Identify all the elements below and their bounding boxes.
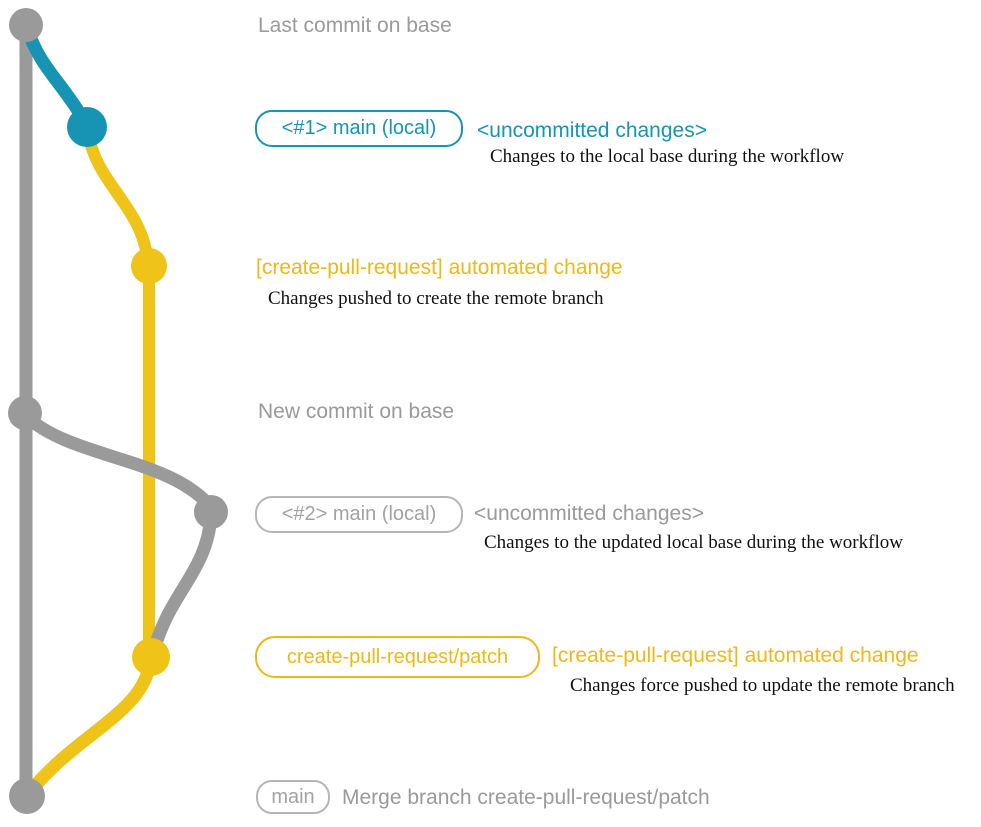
status-uncommitted-changes-1: <uncommitted changes> (477, 119, 707, 142)
note-force-pushed-to-update-remote-branch: Changes force pushed to update the remot… (570, 675, 955, 696)
local-main-edge-1 (20, 21, 92, 129)
branch-tag-main: main (256, 780, 330, 814)
label-last-commit-on-base: Last commit on base (258, 14, 452, 37)
commit-node-local-1 (67, 107, 107, 147)
commit-node-merge (9, 778, 45, 814)
local2-to-patch-edge (147, 509, 218, 657)
commit-node-base-2 (8, 396, 42, 430)
commit-node-base-1 (9, 8, 43, 42)
note-local-base-changes-1: Changes to the local base during the wor… (490, 146, 845, 167)
commit-message-automated-change-1: [create-pull-request] automated change (256, 256, 623, 279)
status-uncommitted-changes-2: <uncommitted changes> (474, 502, 704, 525)
commit-node-local-2 (194, 495, 228, 529)
git-graph (8, 8, 228, 814)
commit-node-patch-2 (132, 638, 170, 676)
note-local-base-changes-2: Changes to the updated local base during… (484, 532, 903, 553)
branch-tag-main-local-1: <#1> main (local) (255, 110, 463, 147)
note-pushed-to-create-remote-branch: Changes pushed to create the remote bran… (268, 288, 604, 309)
commit-message-automated-change-2: [create-pull-request] automated change (552, 644, 919, 667)
commit-message-merge-branch: Merge branch create-pull-request/patch (342, 786, 710, 809)
branch-tag-main-local-2: <#2> main (local) (255, 496, 463, 533)
patch-merge-edge (22, 653, 157, 800)
commit-node-patch-1 (131, 248, 167, 284)
base-to-local2-edge (20, 410, 216, 512)
label-new-commit-on-base: New commit on base (258, 400, 455, 423)
patch-branch-edge-top (82, 126, 154, 268)
branch-tag-create-pull-request-patch: create-pull-request/patch (255, 636, 540, 678)
